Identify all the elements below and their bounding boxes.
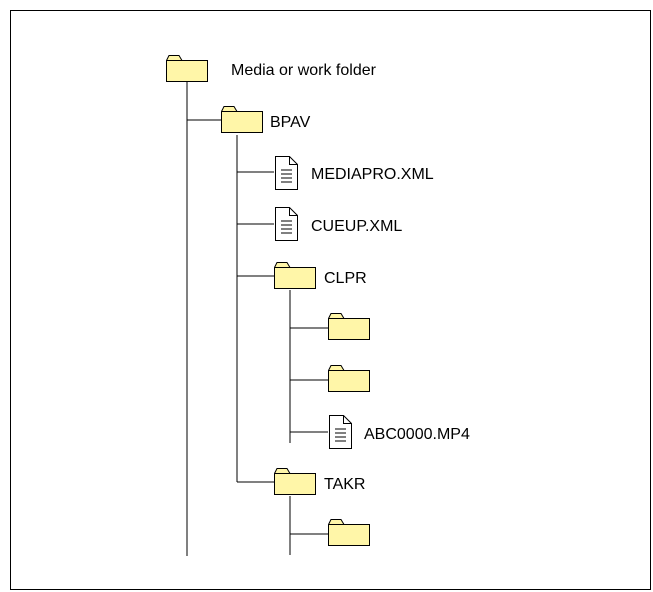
folder-icon [328,519,370,546]
mediapro-file-label: MEDIAPRO.XML [311,166,434,183]
root-folder-label: Media or work folder [231,62,377,79]
bpav-folder-label: BPAV [270,114,311,131]
folder-icon [328,365,370,392]
file-icon [275,156,298,190]
diagram-frame [10,10,651,590]
clpr-folder-label: CLPR [324,270,367,287]
takr-folder-label: TAKR [324,476,365,493]
folder-icon [274,468,316,495]
file-icon [275,207,298,241]
file-icon [329,415,352,449]
folder-icon [166,55,208,82]
cueup-file-label: CUEUP.XML [311,218,402,235]
abc-file-label: ABC0000.MP4 [364,426,470,443]
folder-icon [221,106,263,133]
folder-icon [328,313,370,340]
tree-connectors [186,82,328,556]
folder-icon [274,262,316,289]
